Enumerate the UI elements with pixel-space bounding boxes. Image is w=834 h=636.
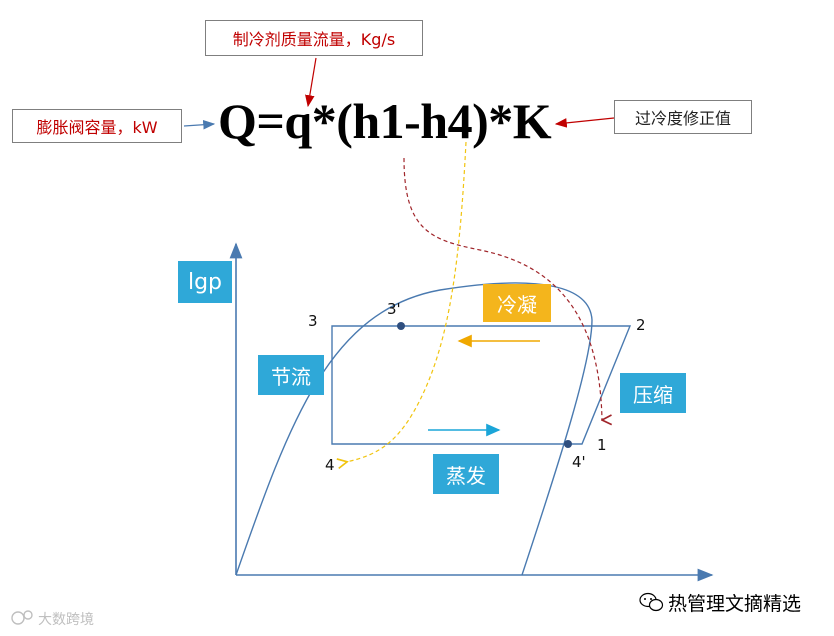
y-axis-label: lgp <box>178 261 232 303</box>
h4-dashed-arrow <box>346 141 467 462</box>
subcool-correction-callout-text: 过冷度修正值 <box>634 109 731 128</box>
point-4-label: 4 <box>325 456 335 474</box>
dashu-logo-icon <box>11 610 33 625</box>
wechat-icon <box>639 592 664 612</box>
subcool-correction-callout: 过冷度修正值 <box>614 100 752 134</box>
valve-leader <box>183 119 216 130</box>
valve-capacity-callout: 膨胀阀容量，kW <box>12 109 182 143</box>
left-watermark: 大数跨境 <box>38 612 94 628</box>
mass-flow-callout-text: 制冷剂质量流量，Kg/s <box>232 30 396 49</box>
evaporate-label-text: 蒸发 <box>446 463 486 488</box>
condense-label-text: 冷凝 <box>497 292 537 317</box>
capacity-formula: Q=q*(h1-h4)*K <box>218 93 552 149</box>
right-watermark: 热管理文摘精选 <box>668 593 802 615</box>
saturation-dome <box>235 282 593 576</box>
throttle-label: 节流 <box>258 355 324 395</box>
mass-flow-leader <box>305 57 317 108</box>
valve-capacity-callout-text: 膨胀阀容量，kW <box>36 118 158 137</box>
point-2-label: 2 <box>636 316 646 334</box>
h1-dashed-arrow <box>403 157 602 420</box>
point-1-label: 1 <box>597 436 607 454</box>
point-3prime-marker <box>397 322 405 330</box>
point-4prime-label: 4' <box>572 453 586 471</box>
subcool-leader <box>554 117 615 128</box>
point-4prime-marker <box>564 440 572 448</box>
point-3prime-label: 3' <box>387 300 401 318</box>
throttle-label-text: 节流 <box>271 364 311 389</box>
evaporate-label: 蒸发 <box>433 454 499 494</box>
mass-flow-callout: 制冷剂质量流量，Kg/s <box>205 20 423 56</box>
compress-label-text: 压缩 <box>633 382 673 407</box>
compress-label: 压缩 <box>620 373 686 413</box>
condense-label: 冷凝 <box>483 284 551 322</box>
y-axis-label-text: lgp <box>187 269 223 295</box>
refrigeration-cycle <box>331 325 632 445</box>
point-3-label: 3 <box>308 312 318 330</box>
